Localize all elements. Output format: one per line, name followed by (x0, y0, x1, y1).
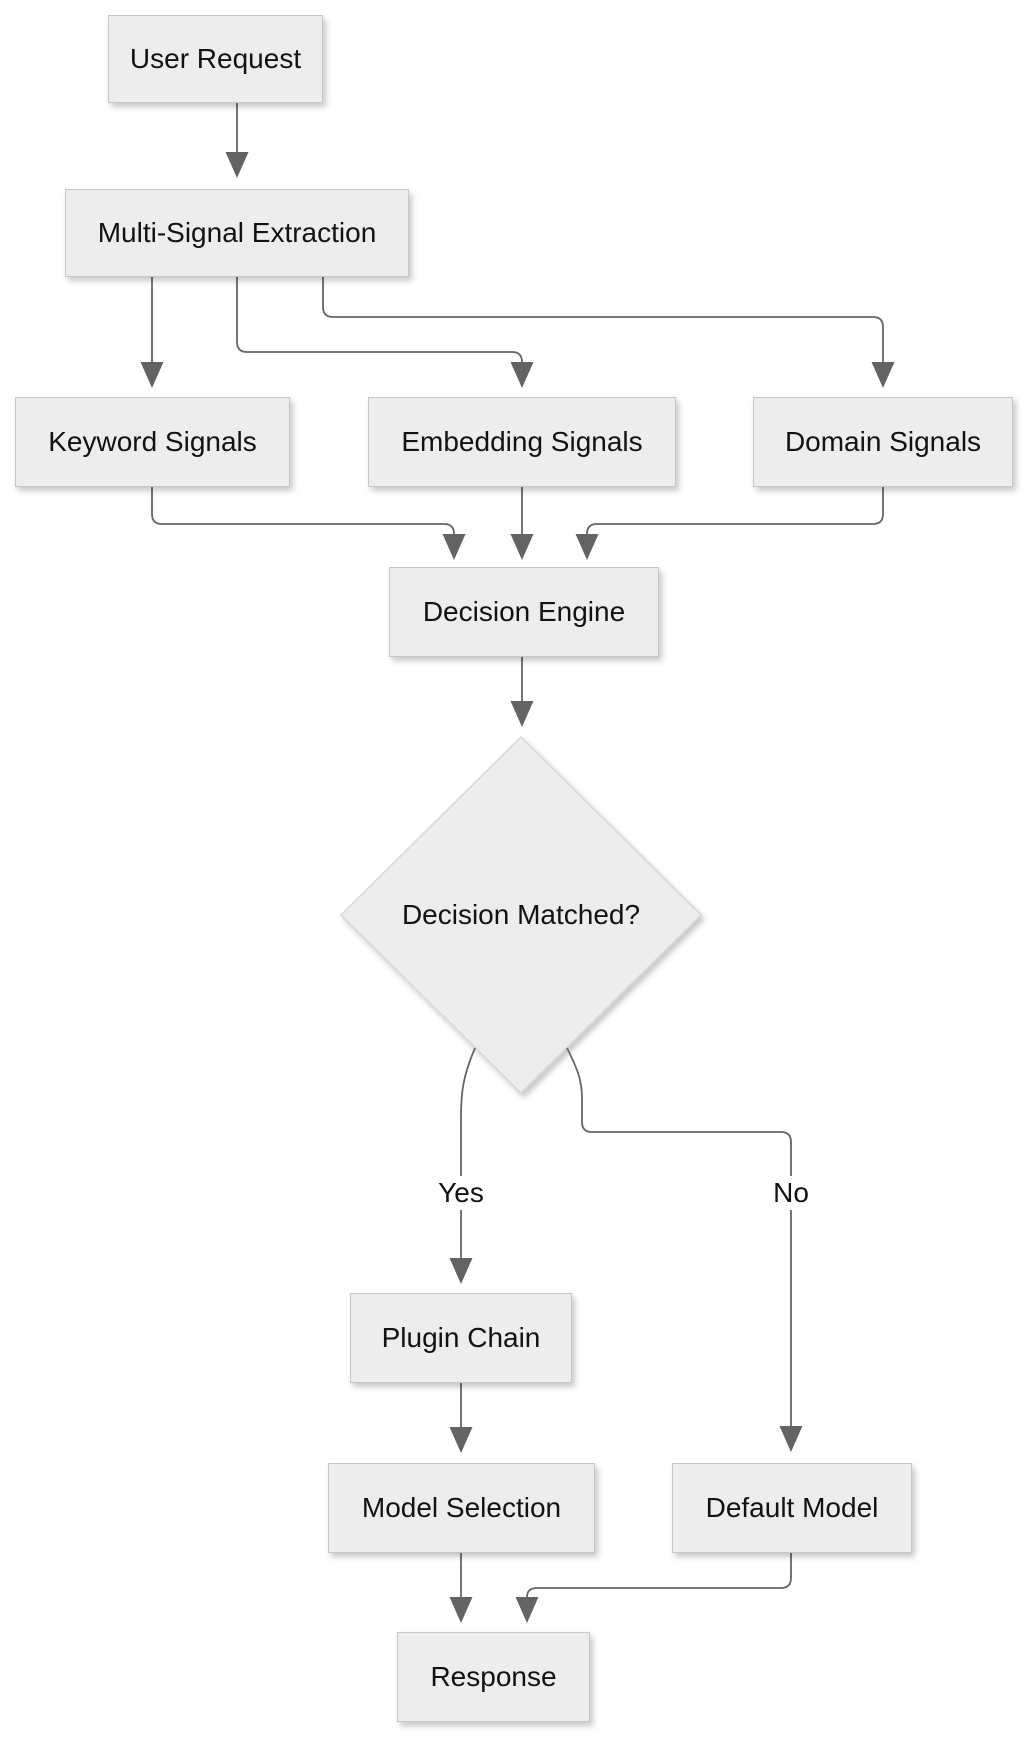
node-domain-signals: Domain Signals (753, 397, 1013, 487)
edge-keyword-to-decision-engine (151, 487, 455, 535)
node-plugin-chain: Plugin Chain (350, 1293, 572, 1383)
edge-multi-signal-to-domain (322, 277, 884, 362)
arrowhead (140, 362, 164, 388)
arrowhead (510, 701, 534, 727)
edge-no-to-default-model (566, 1047, 792, 1426)
arrowhead (449, 1258, 473, 1284)
arrowhead (510, 362, 534, 388)
edge-label-yes: Yes (432, 1176, 490, 1210)
edge-yes-to-plugin-chain (460, 1047, 476, 1258)
node-response: Response (397, 1632, 590, 1722)
edge-domain-to-decision-engine (586, 487, 884, 535)
arrowhead (225, 152, 249, 178)
node-decision-matched-label: Decision Matched? (401, 899, 641, 930)
arrowhead (449, 1427, 473, 1453)
arrowhead (779, 1426, 803, 1452)
arrowhead (449, 1597, 473, 1623)
node-multi-signal-extraction: Multi-Signal Extraction (65, 189, 409, 277)
node-decision-matched-shape (339, 735, 703, 1095)
node-default-model: Default Model (672, 1463, 912, 1553)
edge-default-model-to-response (526, 1553, 792, 1598)
arrowhead (442, 534, 466, 560)
arrowhead (515, 1597, 539, 1623)
arrowhead (510, 534, 534, 560)
node-model-selection: Model Selection (328, 1463, 595, 1553)
arrowhead (575, 534, 599, 560)
edge-multi-signal-to-embedding (236, 277, 523, 363)
edge-label-no: No (767, 1176, 815, 1210)
node-decision-engine: Decision Engine (389, 567, 659, 657)
node-user-request: User Request (108, 15, 323, 103)
arrowhead (871, 362, 895, 388)
node-keyword-signals: Keyword Signals (15, 397, 290, 487)
node-embedding-signals: Embedding Signals (368, 397, 676, 487)
